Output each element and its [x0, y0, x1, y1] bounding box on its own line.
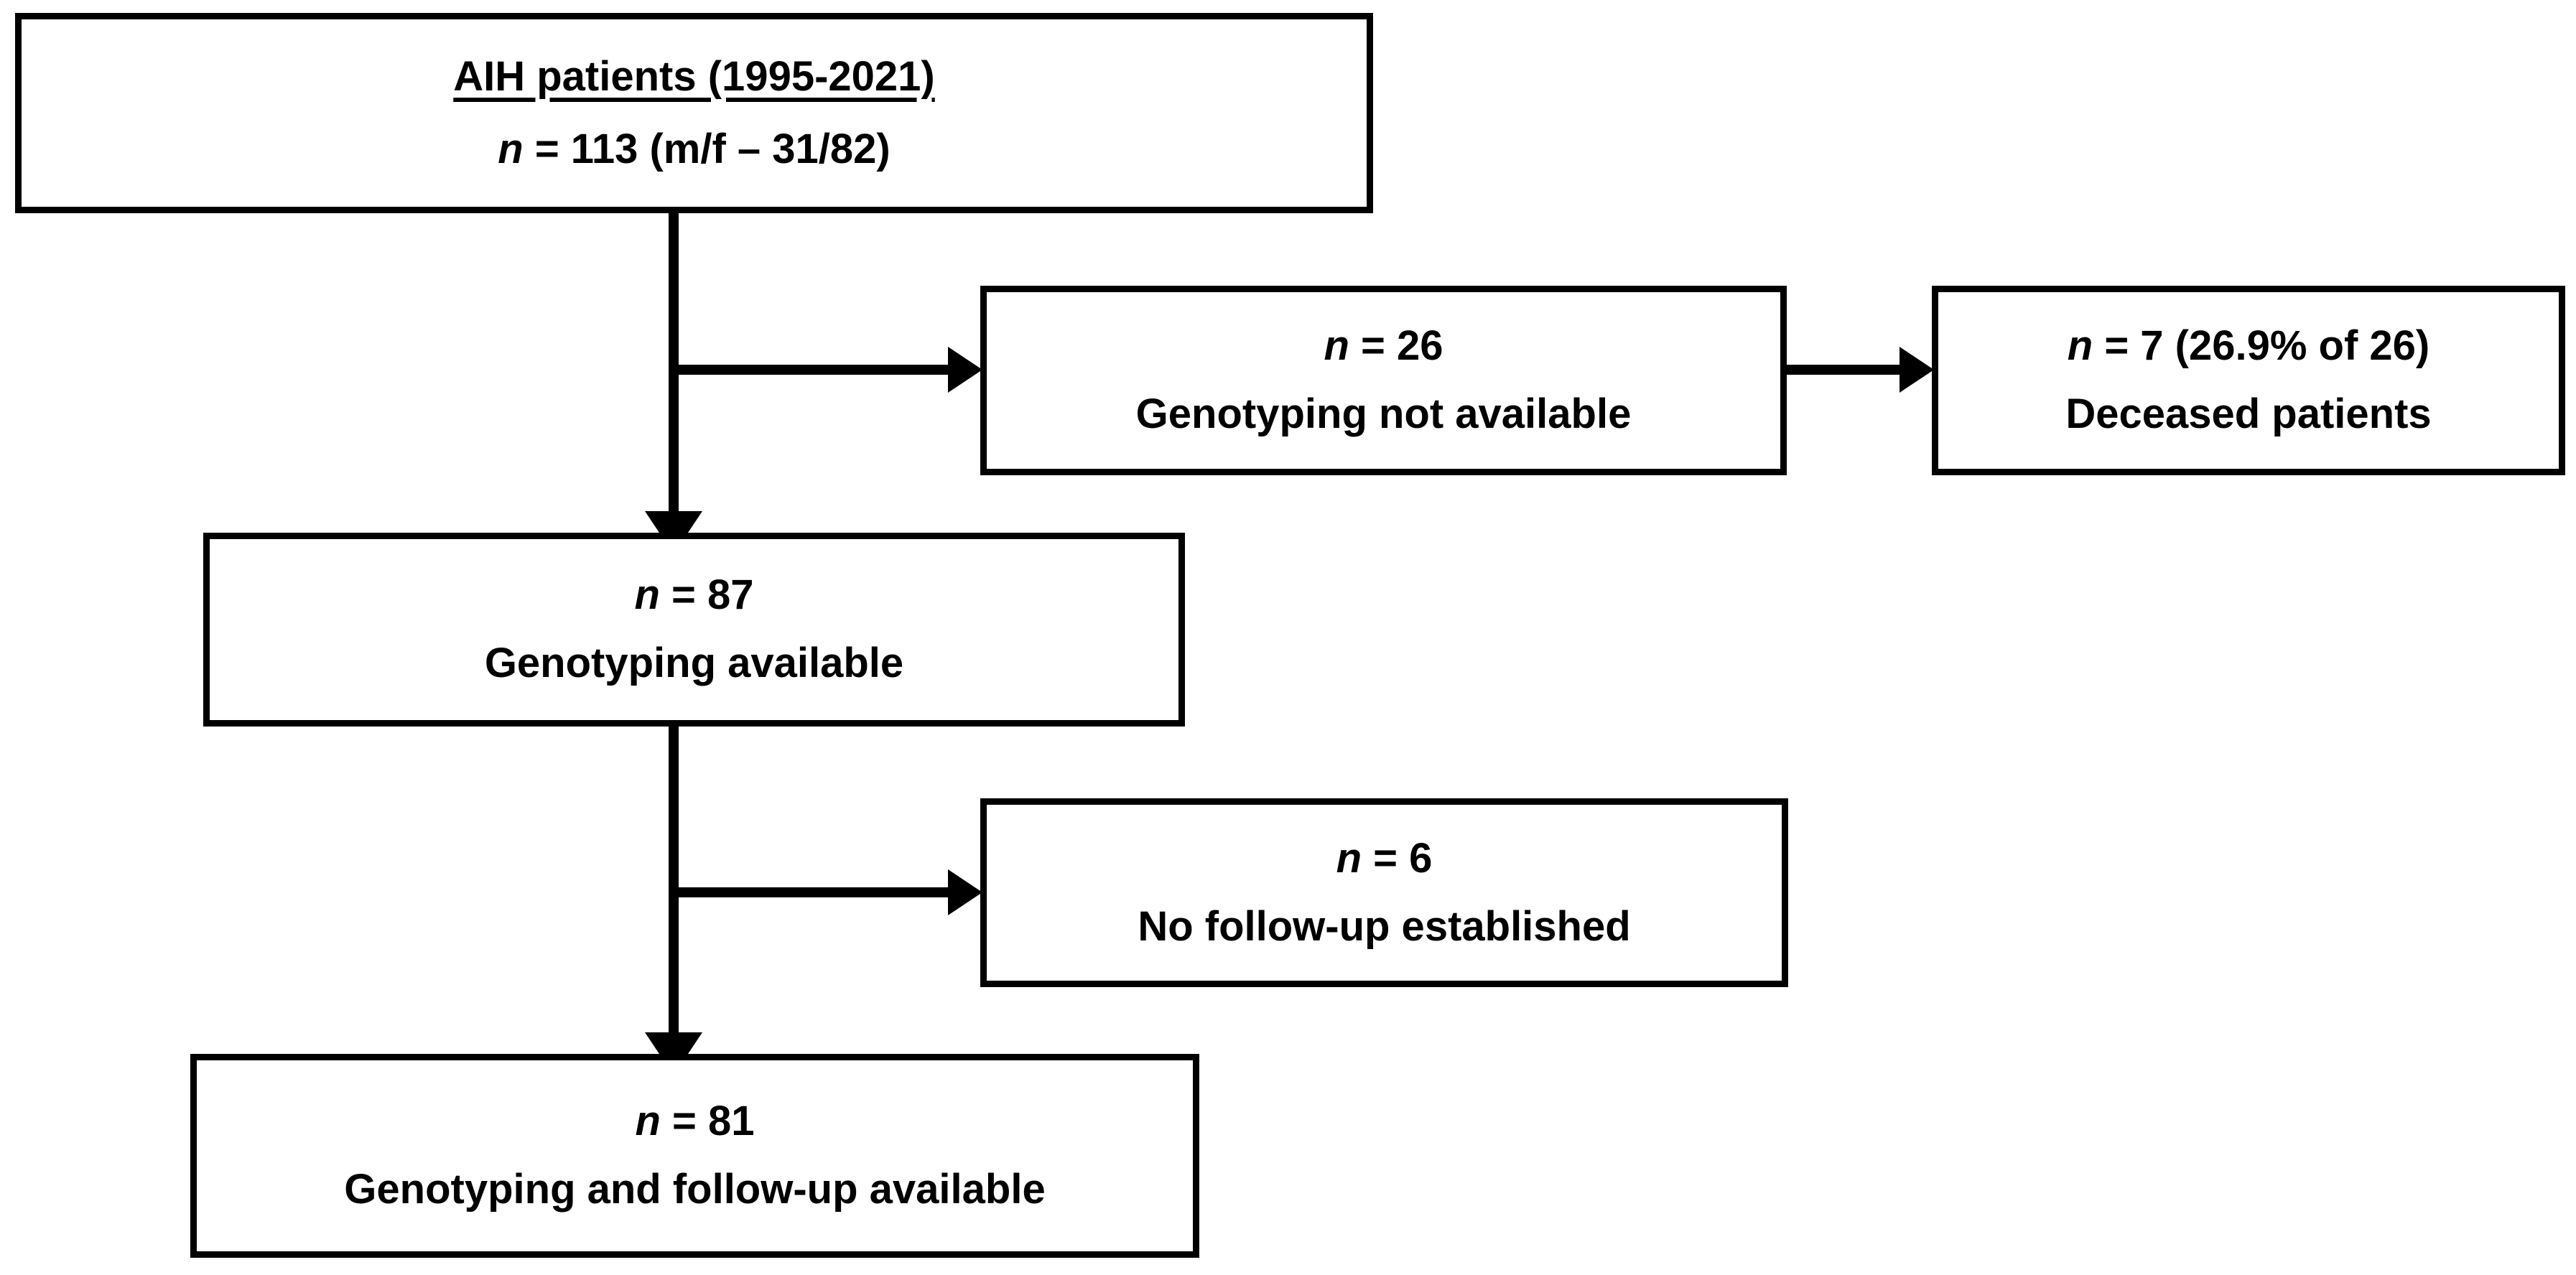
- node-genotyping-not-available-count-value: = 26: [1361, 322, 1443, 370]
- node-genotyping-and-followup-available: n = 81 Genotyping and follow-up availabl…: [190, 1054, 1199, 1258]
- node-aih-patients-count-value: = 113 (m/f – 31/82): [534, 125, 891, 172]
- node-no-followup-established: n = 6 No follow-up established: [980, 798, 1788, 987]
- n-symbol: n: [498, 125, 524, 172]
- node-genotyping-available-count-value: = 87: [671, 571, 754, 619]
- node-genotyping-and-followup-available-label: Genotyping and follow-up available: [344, 1166, 1046, 1213]
- node-aih-patients-count: n = 113 (m/f – 31/82): [498, 126, 891, 174]
- node-genotyping-not-available-label: Genotyping not available: [1135, 391, 1632, 437]
- node-aih-patients: AIH patients (1995-2021) n = 113 (m/f – …: [15, 13, 1373, 213]
- n-symbol: n: [634, 571, 660, 619]
- n-symbol: n: [1336, 834, 1362, 882]
- node-deceased-patients-count: n = 7 (26.9% of 26): [2068, 322, 2430, 370]
- node-deceased-patients-count-value: = 7 (26.9% of 26): [2104, 322, 2430, 370]
- edge-no-genotyping-to-deceased-arrowhead: [1900, 347, 1934, 393]
- node-aih-patients-heading: AIH patients (1995-2021): [453, 52, 935, 100]
- node-genotyping-available: n = 87 Genotyping available: [203, 533, 1185, 727]
- node-genotyping-not-available: n = 26 Genotyping not available: [980, 286, 1787, 475]
- node-deceased-patients: n = 7 (26.9% of 26) Deceased patients: [1932, 286, 2565, 475]
- edge-genotyping-to-no-followup-arrowhead: [948, 869, 982, 915]
- node-no-followup-established-label: No follow-up established: [1138, 902, 1631, 950]
- node-genotyping-not-available-count: n = 26: [1324, 322, 1443, 370]
- node-deceased-patients-label: Deceased patients: [2065, 391, 2432, 437]
- n-symbol: n: [1324, 322, 1349, 370]
- node-genotyping-available-count: n = 87: [634, 571, 753, 620]
- node-genotyping-and-followup-available-count: n = 81: [635, 1098, 754, 1146]
- node-no-followup-established-count-value: = 6: [1373, 834, 1433, 882]
- node-no-followup-established-count: n = 6: [1336, 835, 1433, 883]
- edge-root-to-no-genotyping-arrowhead: [948, 347, 982, 393]
- n-symbol: n: [635, 1098, 661, 1145]
- n-symbol: n: [2067, 322, 2093, 370]
- node-genotyping-available-label: Genotyping available: [484, 640, 904, 686]
- node-genotyping-and-followup-available-count-value: = 81: [672, 1098, 755, 1145]
